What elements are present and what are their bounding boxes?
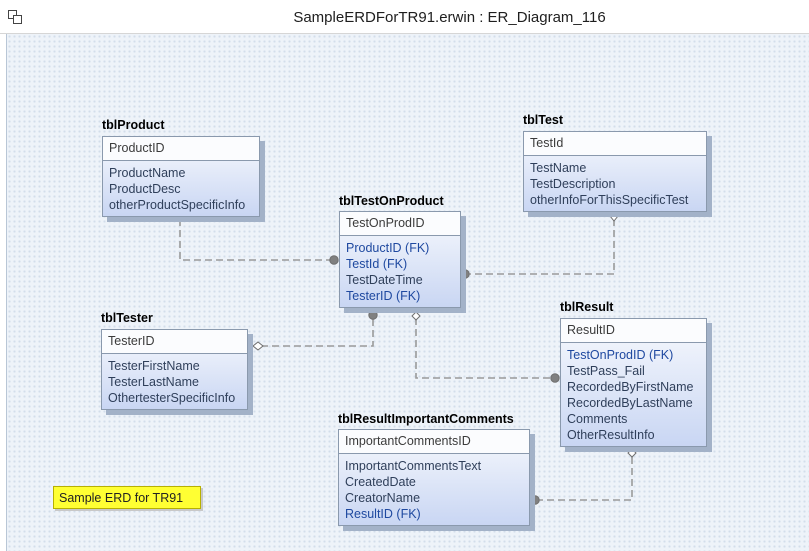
primary-key: TestId	[524, 132, 706, 156]
attribute: Comments	[567, 412, 628, 426]
foreign-key-attribute: TestOnProdID (FK)	[567, 348, 674, 362]
entity-tblresultimportantcomments[interactable]: ImportantCommentsID ImportantCommentsTex…	[338, 429, 530, 526]
attribute-list: TestName TestDescription otherInfoForThi…	[524, 156, 706, 211]
relationship-end-dot	[530, 495, 540, 505]
attribute: RecordedByFirstName	[567, 380, 694, 394]
relationship-end-dot	[368, 310, 378, 320]
relationship-testonproduct-result	[415, 318, 553, 379]
entity-name-tbltest: tblTest	[523, 113, 564, 127]
attribute: otherInfoForThisSpecificTest	[530, 193, 689, 207]
window-title: SampleERDForTR91.erwin : ER_Diagram_116	[293, 9, 606, 26]
entity-tbltestonproduct[interactable]: TestOnProdID ProductID (FK) TestId (FK) …	[339, 211, 461, 308]
attribute-list: ImportantCommentsText CreatedDate Creato…	[339, 454, 529, 525]
relationship-test-testonproduct	[467, 219, 615, 275]
attribute-list: ProductID (FK) TestId (FK) TestDateTime …	[340, 236, 460, 307]
attribute: TesterLastName	[108, 375, 200, 389]
attribute: TestPass_Fail	[567, 364, 645, 378]
primary-key: ImportantCommentsID	[339, 430, 529, 454]
entity-name-tbltestonproduct: tblTestOnProduct	[339, 194, 444, 208]
primary-key: TestOnProdID	[340, 212, 460, 236]
entity-tblproduct[interactable]: ProductID ProductName ProductDesc otherP…	[102, 136, 260, 217]
relationship-product-testonproduct	[179, 219, 332, 261]
entity-name-tblresultimportantcomments: tblResultImportantComments	[338, 412, 514, 426]
diagram-note[interactable]: Sample ERD for TR91	[53, 486, 201, 509]
relationship-diamond	[609, 210, 619, 222]
relationship-end-dot	[460, 269, 470, 279]
entity-tbltester[interactable]: TesterID TesterFirstName TesterLastName …	[101, 329, 248, 410]
attribute: RecordedByLastName	[567, 396, 693, 410]
attribute: ImportantCommentsText	[345, 459, 482, 473]
entity-name-tblresult: tblResult	[560, 300, 614, 314]
attribute: TestName	[530, 161, 587, 175]
attribute: OtherResultInfo	[567, 428, 655, 442]
relationship-end-dot	[329, 255, 339, 265]
attribute-list: ProductName ProductDesc otherProductSpec…	[103, 161, 259, 216]
relationship-tester-testonproduct	[261, 318, 374, 347]
entity-name-tblproduct: tblProduct	[102, 118, 165, 132]
attribute: TestDateTime	[346, 273, 423, 287]
attribute: TestDescription	[530, 177, 616, 191]
relationship-diamond	[252, 341, 264, 351]
attribute: ProductName	[109, 166, 186, 180]
primary-key: ResultID	[561, 319, 706, 343]
title-bar: SampleERDForTR91.erwin : ER_Diagram_116	[0, 0, 809, 34]
relationship-lines	[179, 210, 637, 505]
foreign-key-attribute: TesterID (FK)	[346, 289, 421, 303]
attribute: TesterFirstName	[108, 359, 200, 373]
primary-key: ProductID	[103, 137, 259, 161]
attribute-list: TesterFirstName TesterLastName Othertest…	[102, 354, 247, 409]
attribute: OthertesterSpecificInfo	[108, 391, 236, 405]
entity-name-tbltester: tblTester	[101, 311, 153, 325]
foreign-key-attribute: TestId (FK)	[346, 257, 408, 271]
attribute: CreatedDate	[345, 475, 416, 489]
attribute: otherProductSpecificInfo	[109, 198, 246, 212]
entity-tblresult[interactable]: ResultID TestOnProdID (FK) TestPass_Fail…	[560, 318, 707, 447]
entity-tbltest[interactable]: TestId TestName TestDescription otherInf…	[523, 131, 707, 212]
relationship-end-dot	[550, 373, 560, 383]
relationship-result-comments	[537, 457, 633, 501]
foreign-key-attribute: ResultID (FK)	[345, 507, 421, 521]
primary-key: TesterID	[102, 330, 247, 354]
diagram-canvas[interactable]: tblProduct ProductID ProductName Product…	[6, 34, 809, 551]
foreign-key-attribute: ProductID (FK)	[346, 241, 430, 255]
attribute: CreatorName	[345, 491, 421, 505]
attribute: ProductDesc	[109, 182, 181, 196]
relationship-diamond	[627, 448, 637, 458]
attribute-list: TestOnProdID (FK) TestPass_Fail Recorded…	[561, 343, 706, 446]
window-restore-icon[interactable]	[8, 10, 22, 24]
relationship-diamond	[411, 311, 421, 321]
